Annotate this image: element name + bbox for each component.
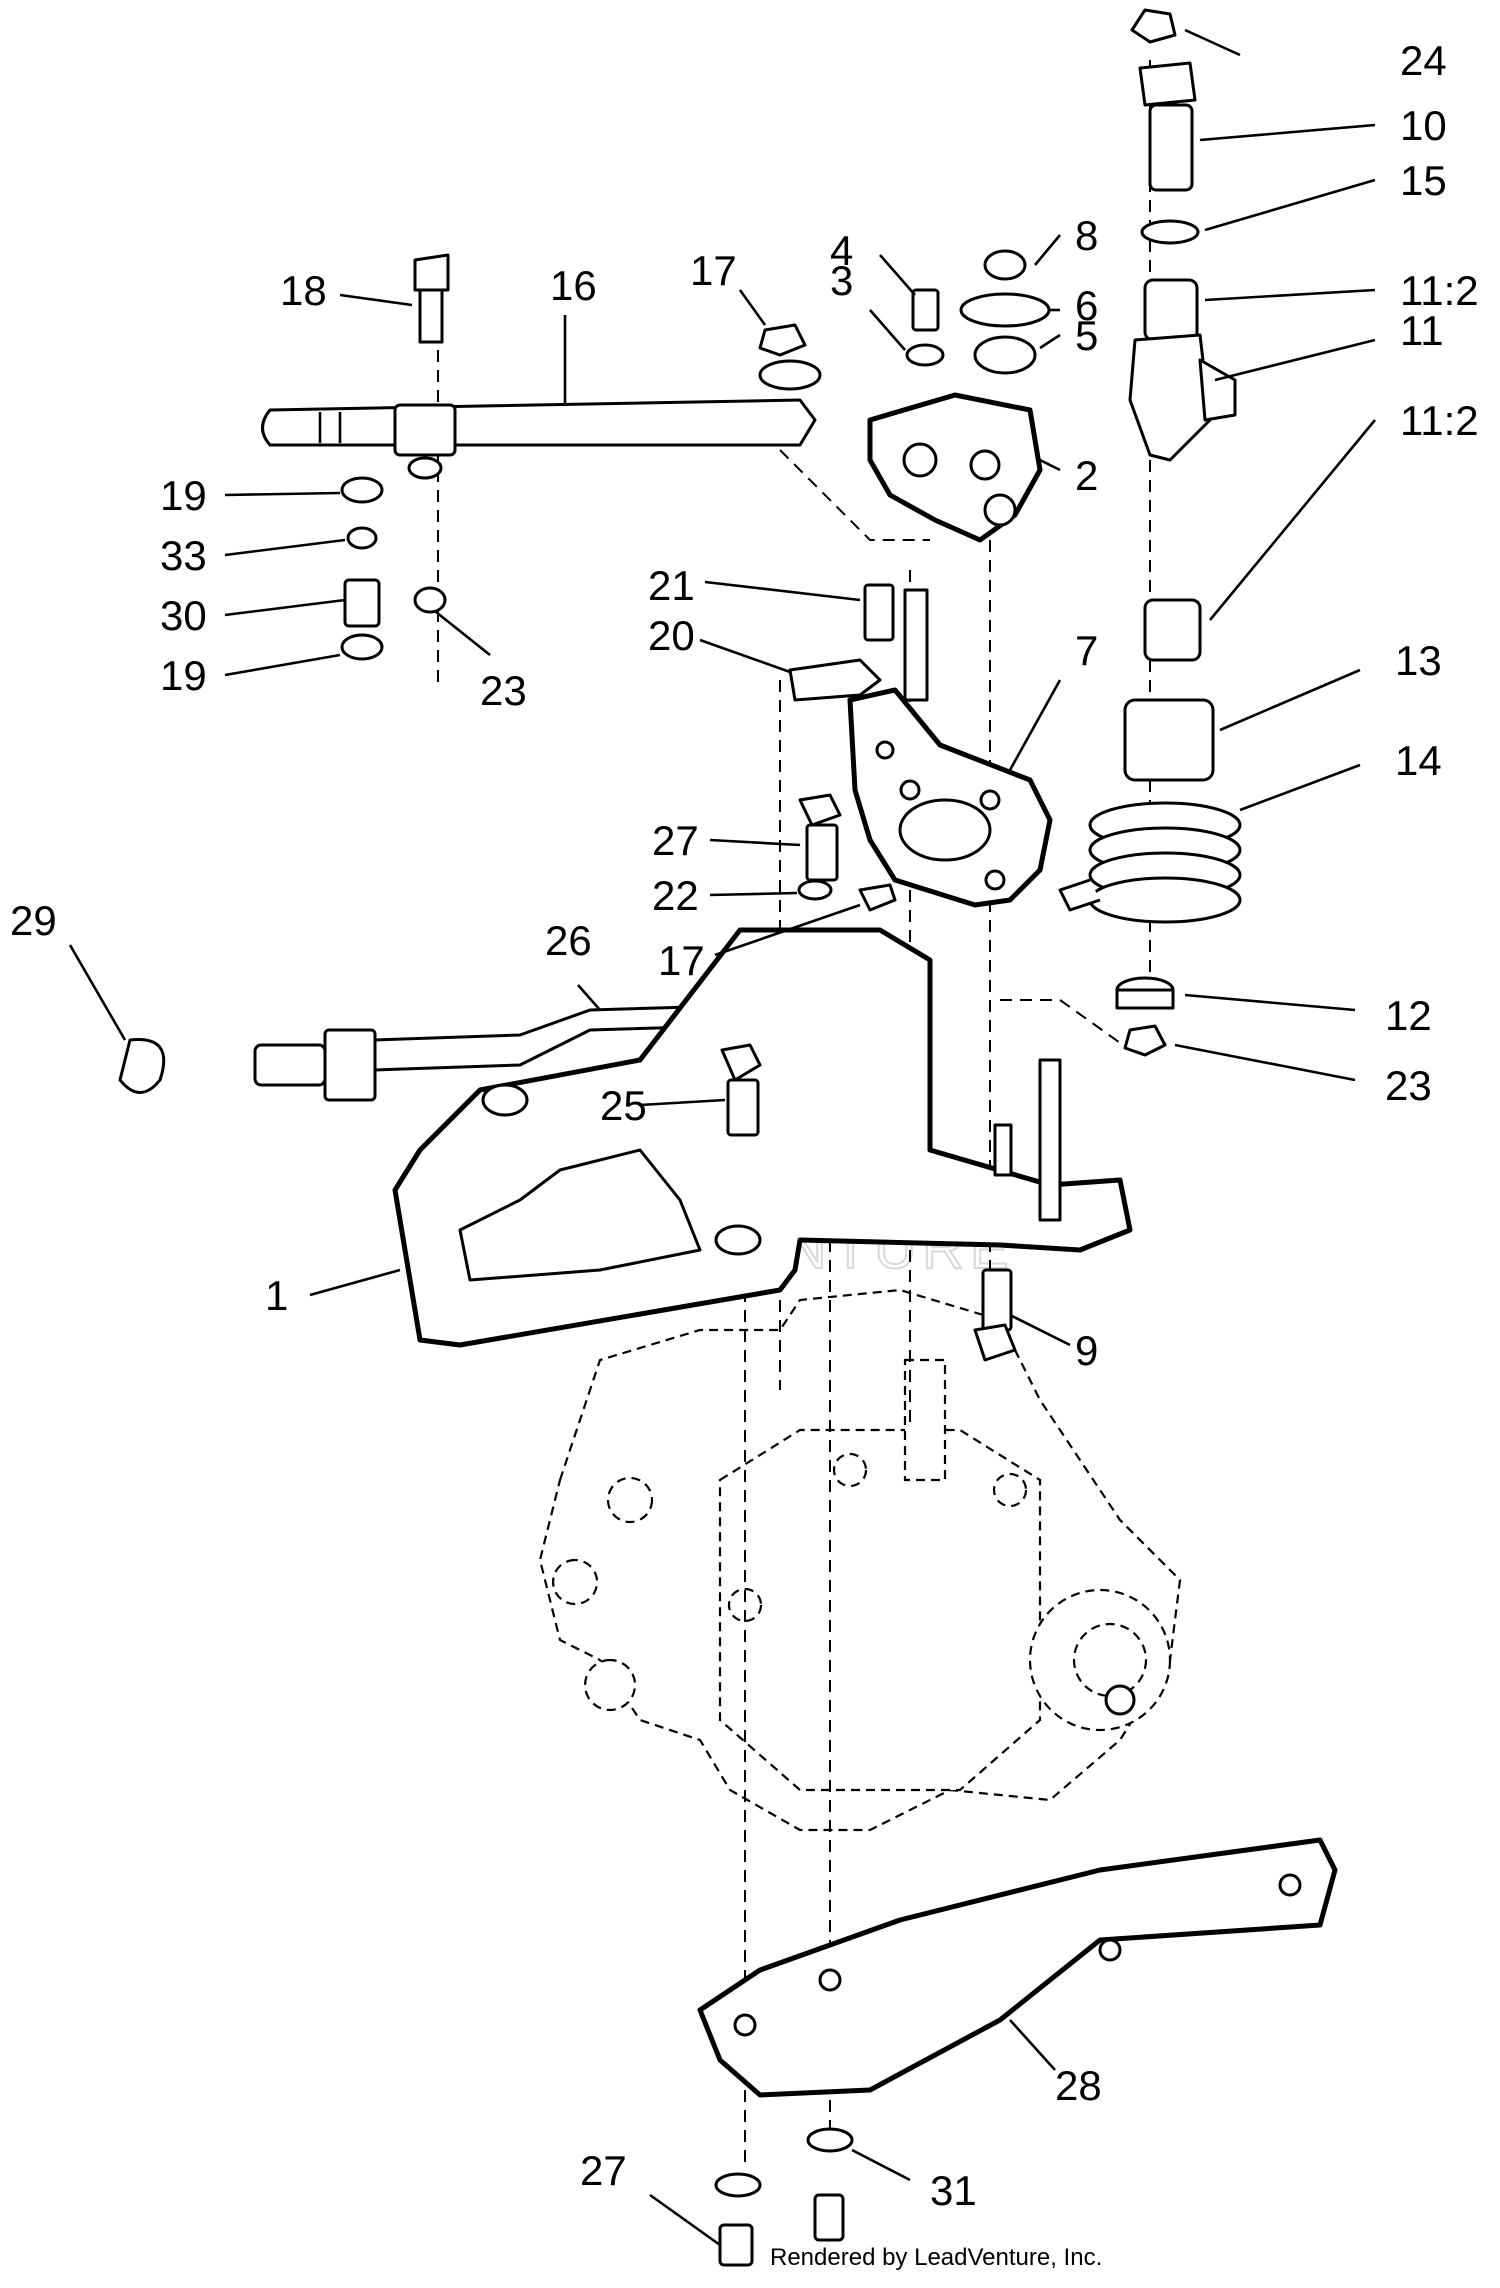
hairpin-clip	[118, 1038, 166, 1094]
callout-27-upper: 27	[652, 817, 699, 864]
callout-25: 25	[600, 1082, 647, 1129]
callout-15: 15	[1400, 157, 1447, 204]
lever-plate-7	[847, 687, 1053, 908]
callout-4: 4	[830, 227, 853, 274]
nut-17-upper	[758, 323, 822, 391]
callout-23-right: 23	[1385, 1062, 1432, 1109]
bolt-18	[413, 253, 450, 344]
bolt-9	[973, 1268, 1017, 1362]
callout-11-2-lower: 11:2	[1400, 397, 1479, 444]
callout-18: 18	[280, 267, 327, 314]
callout-13: 13	[1395, 637, 1442, 684]
callout-17-upper: 17	[690, 247, 737, 294]
callout-22: 22	[652, 872, 699, 919]
callout-29: 29	[10, 897, 57, 944]
bolt-27-upper	[797, 793, 897, 912]
callout-30: 30	[160, 592, 207, 639]
callout-28: 28	[1055, 2062, 1102, 2109]
callout-10: 10	[1400, 102, 1447, 149]
callout-7: 7	[1075, 627, 1098, 674]
callout-9: 9	[1075, 1327, 1098, 1374]
callout-14: 14	[1395, 737, 1442, 784]
leader-lines	[68, 28, 1377, 2247]
callout-6: 6	[1075, 282, 1098, 329]
mounting-bracket-1	[392, 927, 1133, 1348]
callout-16: 16	[550, 262, 597, 309]
credit-text: Rendered by LeadVenture, Inc.	[770, 2244, 1102, 2271]
callout-19-lower: 19	[160, 652, 207, 699]
callout-labels: 24 10 15 11:2 11 11:2 13 14 12 23 8 6 5 …	[10, 37, 1479, 2214]
small-hardware	[905, 249, 1051, 375]
callout-11-2-upper: 11:2	[1400, 267, 1479, 314]
bushing-12	[1115, 976, 1175, 1057]
callout-5: 5	[1075, 312, 1098, 359]
callout-11: 11	[1400, 307, 1444, 354]
callout-21: 21	[648, 562, 695, 609]
bracket-plate-2	[867, 392, 1043, 543]
callout-27-lower: 27	[580, 2147, 627, 2194]
callout-33: 33	[160, 532, 207, 579]
linkage-20	[788, 583, 929, 702]
torsion-spring	[1058, 801, 1242, 924]
callout-8: 8	[1075, 212, 1098, 259]
callout-1: 1	[265, 1272, 288, 1319]
callout-19-upper: 19	[160, 472, 207, 519]
pump-rod	[261, 398, 817, 457]
bolt-25	[720, 1043, 762, 1137]
callout-2: 2	[1075, 452, 1098, 499]
lower-bracket-28	[697, 1837, 1338, 2098]
callout-23-left: 23	[480, 667, 527, 714]
callout-12: 12	[1385, 992, 1432, 1039]
callout-26: 26	[545, 917, 592, 964]
spring-shaft-stack	[1123, 8, 1237, 782]
callout-24: 24	[1400, 37, 1447, 84]
callout-31: 31	[930, 2167, 977, 2214]
callout-3: 3	[830, 257, 853, 304]
callout-20: 20	[648, 612, 695, 659]
washer-stack	[340, 456, 447, 661]
callout-17-lower: 17	[658, 937, 705, 984]
hydro-pump	[538, 1288, 1182, 1832]
